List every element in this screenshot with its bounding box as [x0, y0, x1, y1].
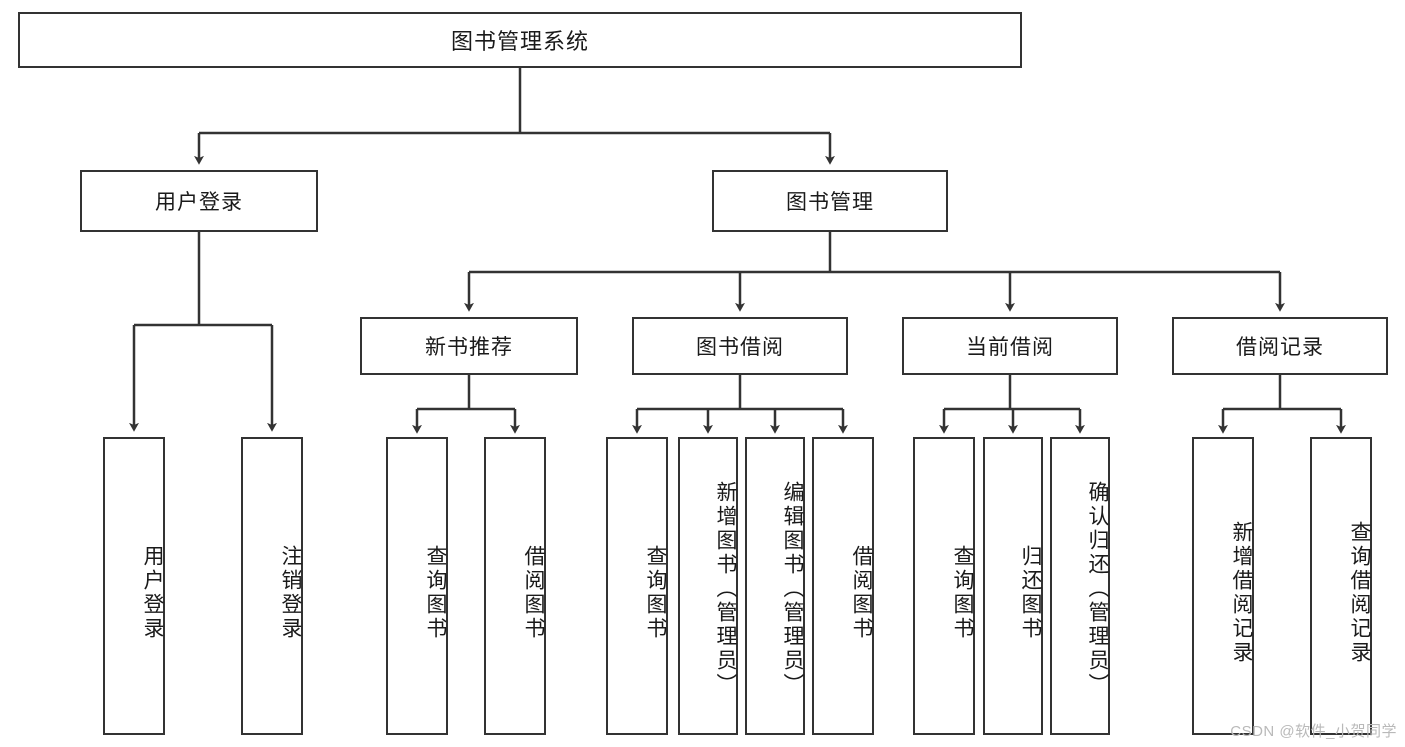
node-leaf-user-login-label: 用户登录: [141, 545, 164, 641]
node-current-borrow[interactable]: 当前借阅: [902, 317, 1118, 375]
node-leaf-query-book-2[interactable]: 查询图书: [606, 437, 668, 735]
node-leaf-add-book[interactable]: 新增图书（管理员）: [678, 437, 738, 735]
csdn-watermark: CSDN @软件_小贺同学: [1230, 723, 1397, 740]
node-leaf-confirm-return-label: 确认归还（管理员）: [1086, 481, 1109, 697]
node-current-borrow-label: 当前借阅: [966, 336, 1054, 359]
node-leaf-edit-book-label: 编辑图书（管理员）: [781, 481, 804, 697]
node-user-login[interactable]: 用户登录: [80, 170, 318, 232]
node-leaf-query-book-3[interactable]: 查询图书: [913, 437, 975, 735]
node-book-manage[interactable]: 图书管理: [712, 170, 948, 232]
node-leaf-add-record[interactable]: 新增借阅记录: [1192, 437, 1254, 735]
node-leaf-query-book-1-label: 查询图书: [424, 545, 447, 641]
node-leaf-borrow-book-1-label: 借阅图书: [522, 545, 545, 641]
node-borrow-record-label: 借阅记录: [1236, 336, 1324, 359]
node-leaf-query-book-1[interactable]: 查询图书: [386, 437, 448, 735]
node-book-borrow[interactable]: 图书借阅: [632, 317, 848, 375]
node-leaf-add-book-label: 新增图书（管理员）: [714, 481, 737, 697]
node-user-login-label: 用户登录: [155, 191, 243, 214]
node-leaf-borrow-book-1[interactable]: 借阅图书: [484, 437, 546, 735]
node-root[interactable]: 图书管理系统: [18, 12, 1022, 68]
node-book-borrow-label: 图书借阅: [696, 336, 784, 359]
node-leaf-borrow-book-2[interactable]: 借阅图书: [812, 437, 874, 735]
node-leaf-query-book-3-label: 查询图书: [951, 545, 974, 641]
node-leaf-user-login[interactable]: 用户登录: [103, 437, 165, 735]
node-leaf-query-record-label: 查询借阅记录: [1348, 521, 1371, 665]
node-leaf-confirm-return[interactable]: 确认归还（管理员）: [1050, 437, 1110, 735]
node-leaf-borrow-book-2-label: 借阅图书: [850, 545, 873, 641]
node-leaf-query-book-2-label: 查询图书: [644, 545, 667, 641]
node-root-label: 图书管理系统: [450, 29, 589, 54]
node-leaf-return-book-label: 归还图书: [1019, 545, 1042, 641]
node-leaf-logout[interactable]: 注销登录: [241, 437, 303, 735]
node-leaf-query-record[interactable]: 查询借阅记录: [1310, 437, 1372, 735]
node-leaf-logout-label: 注销登录: [279, 545, 302, 641]
node-new-book-rec-label: 新书推荐: [425, 336, 513, 359]
node-new-book-rec[interactable]: 新书推荐: [360, 317, 578, 375]
node-borrow-record[interactable]: 借阅记录: [1172, 317, 1388, 375]
node-book-manage-label: 图书管理: [786, 191, 874, 214]
node-leaf-edit-book[interactable]: 编辑图书（管理员）: [745, 437, 805, 735]
node-leaf-return-book[interactable]: 归还图书: [983, 437, 1043, 735]
node-leaf-add-record-label: 新增借阅记录: [1230, 521, 1253, 665]
